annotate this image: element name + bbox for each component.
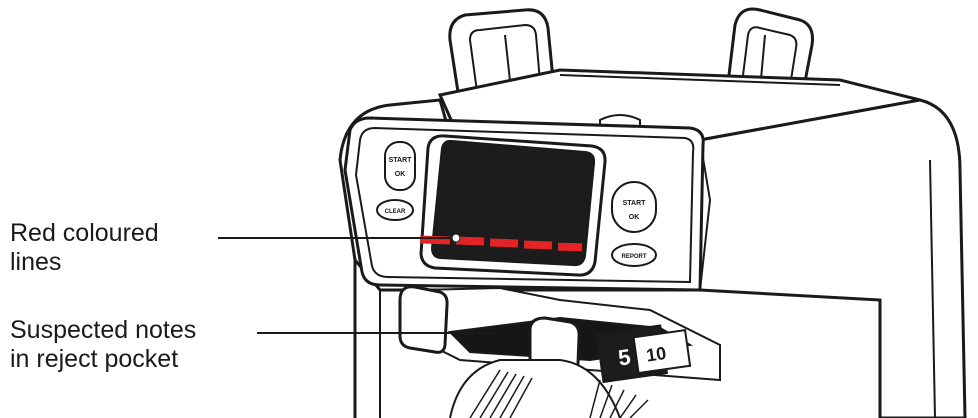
red-indicator-line [490, 239, 518, 248]
right-start-label: START [623, 200, 647, 207]
left-start-ok-button[interactable]: START OK [385, 142, 415, 190]
reject-flap-left [400, 287, 447, 353]
left-ok-label: OK [395, 171, 406, 178]
right-start-ok-button[interactable]: START OK [612, 182, 656, 232]
callout-red-lines-line2: lines [10, 248, 159, 277]
callout-reject-pocket-line2: in reject pocket [10, 345, 196, 374]
report-button[interactable]: REPORT [612, 244, 656, 266]
report-label: REPORT [621, 254, 646, 260]
red-indicator-line [420, 235, 450, 244]
clear-button[interactable]: CLEAR [377, 200, 413, 220]
left-start-label: START [389, 157, 413, 164]
clear-label: CLEAR [385, 209, 406, 215]
callout-dot [452, 234, 460, 242]
display-screen [420, 136, 605, 275]
red-indicator-line [524, 241, 552, 250]
callout-red-lines: Red coloured lines [10, 219, 159, 277]
red-indicator-line [558, 243, 582, 252]
right-ok-label: OK [629, 214, 640, 221]
callout-red-lines-line1: Red coloured [10, 219, 159, 248]
callout-reject-pocket: Suspected notes in reject pocket [10, 316, 196, 374]
callout-reject-pocket-line1: Suspected notes [10, 316, 196, 345]
note-back-value: 10 [645, 343, 668, 366]
